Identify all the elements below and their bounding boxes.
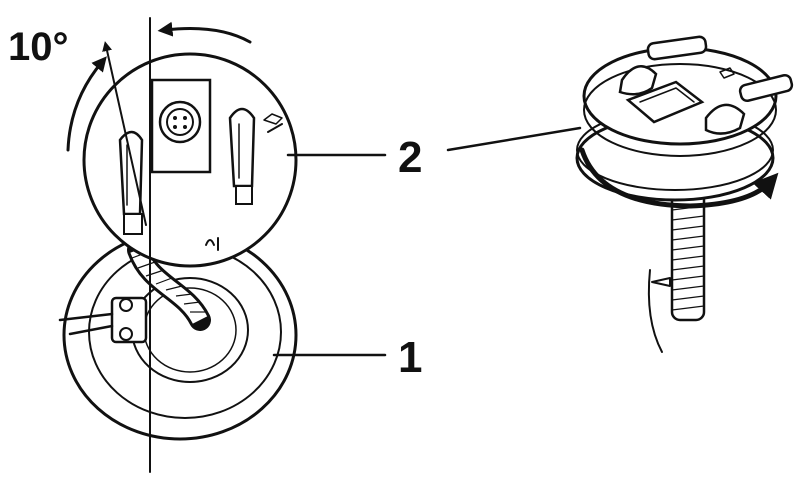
sender-unit-side-view — [575, 35, 794, 353]
rotation-arrow-icon — [579, 147, 779, 209]
fuel-symbol-icon — [263, 113, 283, 133]
sender-flange — [82, 52, 298, 268]
rotation-arrow-icon — [157, 21, 252, 44]
callout-label-1: 1 — [398, 333, 422, 382]
corrugated-hose — [127, 239, 211, 331]
angle-label: 10° — [8, 25, 69, 69]
angle-indicator-line — [102, 41, 147, 226]
callout-leader-2b — [446, 126, 582, 152]
rotation-arrow-icon — [66, 56, 107, 152]
mounting-ring — [58, 229, 298, 441]
callout-label-2: 2 — [398, 133, 422, 182]
